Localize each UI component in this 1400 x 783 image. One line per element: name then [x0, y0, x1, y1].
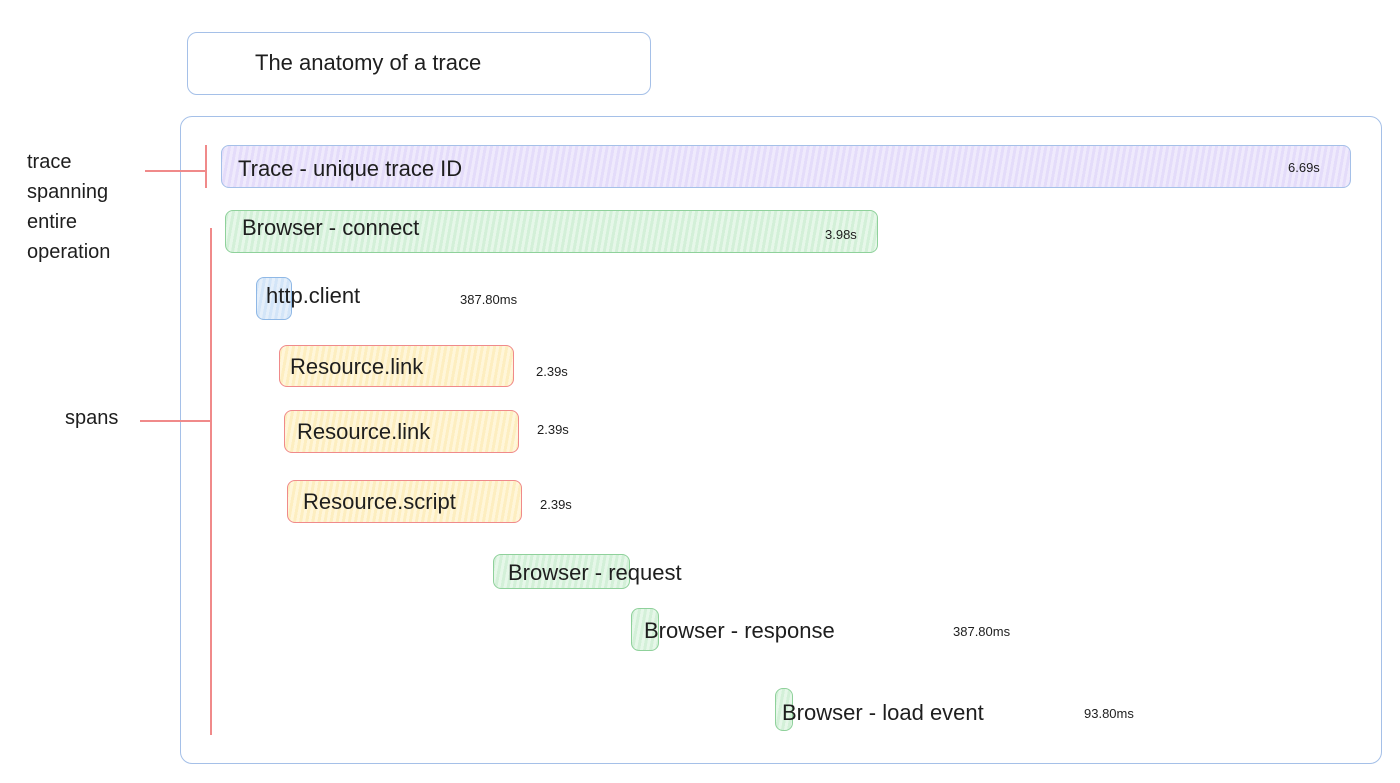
span-label: Resource.link [297, 419, 431, 444]
span-duration: 387.80ms [953, 624, 1011, 639]
span-bar-browser-response[interactable] [631, 608, 659, 651]
span-duration: 93.80ms [1084, 706, 1134, 721]
span-bar-browser-load-event[interactable] [775, 688, 793, 731]
span-bar-browser-request[interactable] [493, 554, 630, 589]
spans-annotation: spans [65, 407, 119, 429]
span-label: Resource.link [290, 354, 424, 379]
span-bar-resource-link[interactable] [284, 410, 519, 453]
span-duration: 387.80ms [460, 292, 518, 307]
trace-bar[interactable] [221, 145, 1351, 188]
span-bar-browser-connect[interactable] [225, 210, 878, 253]
diagram-title: The anatomy of a trace [255, 50, 482, 75]
span-label: Browser - request [508, 560, 682, 585]
span-duration: 2.39s [536, 364, 568, 379]
span-label: Browser - load event [782, 700, 984, 725]
span-duration: 2.39s [537, 422, 569, 437]
span-label: Browser - connect [242, 215, 420, 240]
span-bar-http-client[interactable] [256, 277, 292, 320]
trace-duration: 6.69s [1288, 160, 1320, 175]
trace-label: Trace - unique trace ID [238, 156, 463, 181]
trace-bracket [205, 145, 207, 188]
annotation-line: spanning [27, 181, 109, 203]
annotation-line: operation [27, 241, 111, 263]
spans-bracket [210, 228, 212, 735]
span-bar-resource-link[interactable] [279, 345, 514, 387]
span-label: Browser - response [644, 618, 835, 643]
span-duration: 2.39s [540, 497, 572, 512]
spans-connector [140, 420, 210, 422]
span-bar-resource-script[interactable] [287, 480, 522, 523]
span-duration: 3.98s [825, 227, 857, 242]
title-box [187, 32, 651, 95]
annotation-line: trace [27, 151, 72, 173]
trace-frame [180, 116, 1382, 764]
span-label: http.client [266, 283, 361, 308]
annotation-line: entire [27, 211, 78, 233]
trace-annotation: trace spanning entire operation [27, 147, 110, 267]
trace-connector [145, 170, 205, 172]
span-label: Resource.script [303, 489, 456, 514]
